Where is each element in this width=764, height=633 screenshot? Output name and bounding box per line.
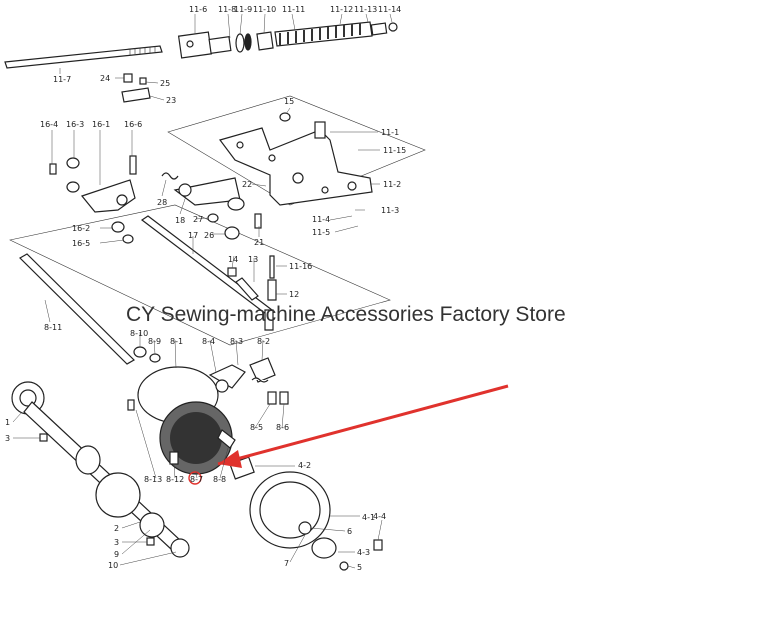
highlight-circle (188, 471, 202, 485)
label-11-14: 11-14 (378, 5, 401, 14)
label-13: 13 (248, 255, 258, 264)
label-16-6: 16-6 (124, 120, 142, 129)
label-11-13: 11-13 (354, 5, 377, 14)
label-12: 12 (289, 290, 299, 299)
label-10: 10 (108, 561, 118, 570)
label-11-9: 11-9 (234, 5, 252, 14)
label-8-6: 8-6 (276, 423, 289, 432)
label-23: 23 (166, 96, 176, 105)
bracket-frame-outline (9, 95, 426, 346)
label-16-3: 16-3 (66, 120, 84, 129)
label-3-upper: 3 (5, 434, 10, 443)
label-5: 5 (357, 563, 362, 572)
label-4-3: 4-3 (357, 548, 370, 557)
label-11-6: 11-6 (189, 5, 207, 14)
label-16-1: 16-1 (92, 120, 110, 129)
label-11-5: 11-5 (312, 228, 330, 237)
label-8-4: 8-4 (202, 337, 215, 346)
spring-shaft-assembly (177, 21, 398, 59)
label-8-2: 8-2 (257, 337, 270, 346)
pulley (229, 456, 383, 571)
cam-assembly (127, 346, 289, 475)
label-11-8: 11-8 (218, 5, 236, 14)
leader-lines (12, 13, 393, 569)
label-25: 25 (160, 79, 170, 88)
shafts (19, 215, 277, 365)
label-16-4: 16-4 (40, 120, 58, 129)
label-16-5: 16-5 (72, 239, 90, 248)
label-8-3: 8-3 (230, 337, 243, 346)
label-8-12: 8-12 (166, 475, 184, 484)
label-3-lower: 3 (114, 538, 119, 547)
label-8-8: 8-8 (213, 475, 226, 484)
label-11-2: 11-2 (383, 180, 401, 189)
label-11-16: 11-16 (289, 262, 312, 271)
label-4-4-visible: 4-4 (373, 512, 386, 521)
label-8-7: 8-7 (190, 475, 203, 484)
label-4-1: 4-1 (362, 513, 375, 522)
label-15: 15 (284, 97, 294, 106)
label-11-3: 11-3 (381, 206, 399, 215)
label-7: 7 (284, 559, 289, 568)
label-11-15: 11-15 (383, 146, 406, 155)
label-1: 1 (5, 418, 10, 427)
label-11-1: 11-1 (381, 128, 399, 137)
long-rod (4, 45, 163, 69)
label-26: 26 (204, 231, 214, 240)
label-8-5: 8-5 (250, 423, 263, 432)
label-18: 18 (175, 216, 185, 225)
label-11-11: 11-11 (282, 5, 305, 14)
watermark-text: CY Sewing-machine Accessories Factory St… (126, 303, 566, 326)
label-17: 17 (188, 231, 198, 240)
small-parts-left (49, 73, 262, 244)
label-11-4: 11-4 (312, 215, 330, 224)
label-2: 2 (114, 524, 119, 533)
label-14: 14 (228, 255, 238, 264)
label-8-1: 8-1 (170, 337, 183, 346)
label-8-10: 8-10 (130, 329, 148, 338)
upper-bracket (218, 112, 373, 206)
label-21: 21 (254, 238, 264, 247)
label-4-2: 4-2 (298, 461, 311, 470)
label-28: 28 (157, 198, 167, 207)
label-27: 27 (193, 215, 203, 224)
label-11-12: 11-12 (330, 5, 353, 14)
label-8-11: 8-11 (44, 323, 62, 332)
label-6: 6 (347, 527, 352, 536)
label-11-10: 11-10 (253, 5, 276, 14)
gear-shaft (11, 381, 190, 558)
part-labels: 11-6 11-8 11-9 11-10 11-11 11-12 11-13 1… (5, 5, 406, 572)
label-8-9: 8-9 (148, 337, 161, 346)
label-11-7: 11-7 (53, 75, 71, 84)
label-24: 24 (100, 74, 110, 83)
label-16-2: 16-2 (72, 224, 90, 233)
label-22: 22 (242, 180, 252, 189)
label-9: 9 (114, 550, 119, 559)
label-8-13: 8-13 (144, 475, 162, 484)
